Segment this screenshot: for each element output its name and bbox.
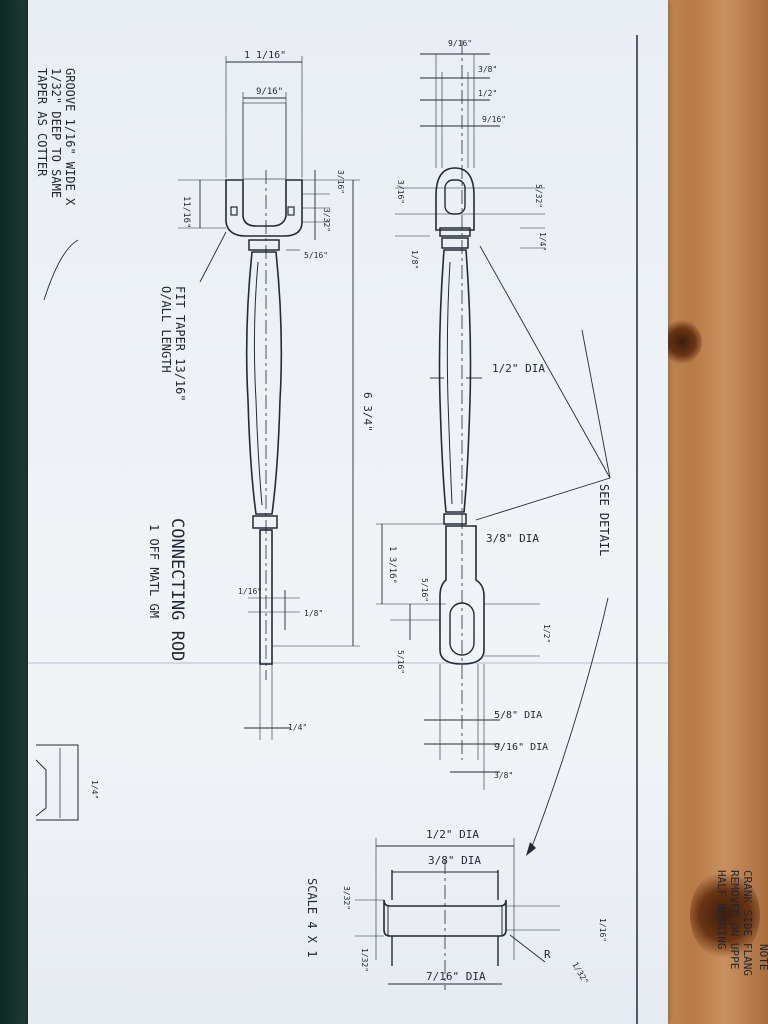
drawing-subtitle: 1 OFF MATL GM (147, 524, 161, 618)
scale-label: SCALE 4 X 1 (305, 878, 319, 957)
dim-eye-b: 1/2" (542, 624, 551, 643)
detail-left-a: 3/32" (342, 886, 351, 910)
fit-taper-line-2: O/ALL LENGTH (159, 286, 173, 373)
dim-collar-dia: 3/8" DIA (486, 532, 539, 545)
detail-mid-dia: 3/8" DIA (428, 854, 481, 867)
detail-radius: R (544, 948, 551, 961)
crank-note-title: NOTE (757, 944, 768, 971)
dim-front-top-a: 9/16" (448, 39, 472, 48)
dim-slot-c: 5/16" (304, 251, 328, 260)
dim-bottom-c: 1/4" (288, 723, 307, 732)
wood-knot (690, 870, 760, 960)
crank-note-line-2: REMOVED ON UPPE (728, 870, 741, 969)
detail-radius-value: 1/32" (570, 961, 590, 986)
partial-view-box (35, 744, 79, 821)
paper-fold (28, 662, 668, 664)
drawing-title: CONNECTING ROD (167, 518, 187, 661)
dim-bottom-a: 1/16" (238, 587, 262, 596)
background-wood-table (660, 0, 768, 1024)
groove-note-line-1: GROOVE 1/16" WIDE X (63, 68, 77, 206)
dim-slot-b: 3/32" (322, 208, 331, 232)
dim-bottom-b: 1/8" (304, 609, 323, 618)
bearing-detail (355, 838, 560, 990)
crank-note-line-1: CRANK SIDE FLANG (741, 870, 754, 976)
dim-big-a: 3/16" (396, 180, 405, 204)
dim-front-top-c: 1/2" (478, 89, 497, 98)
dim-top-width: 1 1/16" (244, 50, 286, 61)
dim-eye-c: 5/16" (396, 650, 405, 674)
detail-right-a: 1/16" (598, 918, 607, 942)
dim-big-b: 5/32" (534, 184, 543, 208)
small-box-dim: 1/4" (90, 780, 99, 799)
groove-note-line-2: 1/32" DEEP TO SAME (49, 68, 63, 198)
dim-inner-width: 9/16" (256, 87, 283, 97)
crank-note-line-3: HALF BEARING (715, 870, 728, 949)
dim-front-top-d: 9/16" (482, 115, 506, 124)
dim-big-c: 1/4" (538, 232, 547, 251)
fit-taper-line-1: FIT TAPER 13/16" (173, 286, 187, 402)
dim-shank-dia: 1/2" DIA (492, 362, 545, 375)
detail-left-b: 1/32" (360, 948, 369, 972)
dim-overall-length: 6 3/4" (361, 392, 374, 432)
side-view (178, 56, 360, 740)
groove-leader (43, 239, 79, 301)
dim-foot-b: 9/16" DIA (494, 742, 548, 753)
dim-front-top-b: 3/8" (478, 65, 497, 74)
front-view (376, 40, 545, 790)
detail-bottom-dia: 7/16" DIA (426, 970, 486, 983)
dim-foot-c: 3/8" (494, 771, 513, 780)
dim-eye-a: 5/16" (420, 578, 429, 602)
see-detail-leaders (475, 245, 611, 856)
groove-note-line-3: TAPER AS COTTER (35, 68, 49, 177)
dim-slot-a: 3/16" (336, 170, 345, 194)
wood-knot (662, 320, 702, 364)
fit-taper-leader (199, 231, 227, 283)
drawing-paper (28, 0, 668, 1024)
dim-length: 1 3/16" (387, 546, 397, 584)
detail-top-dia: 1/2" DIA (426, 828, 479, 841)
dim-foot-a: 5/8" DIA (494, 710, 542, 721)
dim-eye-height: 11/16" (181, 196, 191, 229)
see-detail-label: SEE DETAIL (597, 484, 611, 556)
dim-big-d: 1/8" (410, 250, 419, 269)
